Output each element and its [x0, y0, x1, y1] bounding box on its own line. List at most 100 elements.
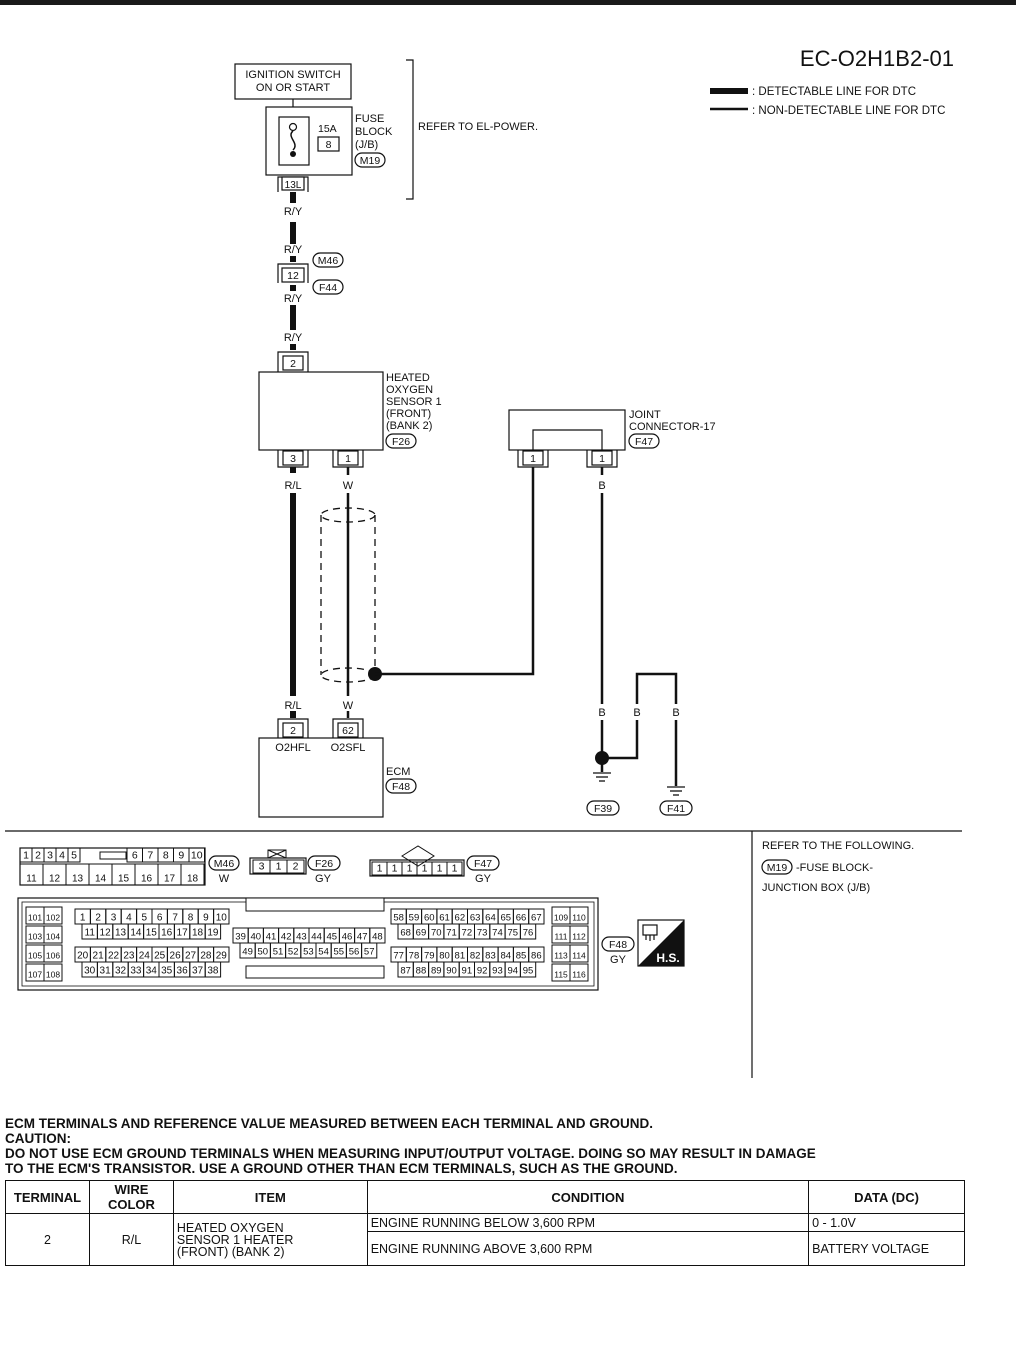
pin-label: 31	[100, 966, 112, 977]
fuse-holder	[278, 116, 310, 166]
sensor-pin-heater: 3	[290, 453, 296, 465]
pin-label: 1	[452, 863, 458, 875]
pin-label: 1	[80, 913, 86, 924]
wire-ry-label-4: R/Y	[284, 332, 303, 344]
pin-label: 109	[554, 913, 568, 923]
pin-label: 27	[185, 951, 197, 962]
pin-label: 42	[281, 932, 292, 943]
inline-connector-male: M46	[318, 255, 339, 267]
ecm-label: ECM	[386, 766, 410, 778]
pin-label: 17	[177, 928, 189, 939]
ecm-pin-heater: 2	[290, 725, 296, 737]
inline-connector-pin: 12	[287, 270, 299, 282]
pin-label: 35	[161, 966, 173, 977]
pin-label: 32	[115, 966, 127, 977]
wire-shield-drain	[375, 467, 535, 676]
pin-label: 46	[342, 932, 353, 943]
pin-label: 77	[393, 951, 404, 962]
pin-label: 104	[46, 932, 60, 942]
ground-f39: F39	[594, 803, 612, 815]
pin-label: 5	[142, 913, 148, 924]
pin-label: 68	[400, 928, 411, 939]
legend-detectable-text: : DETECTABLE LINE FOR DTC	[752, 86, 916, 98]
pin-label: 66	[516, 913, 527, 924]
pin-label: 1	[407, 863, 413, 875]
pin-label: 113	[554, 951, 568, 961]
pin-label: 91	[462, 966, 473, 977]
refer-item-2: JUNCTION BOX (J/B)	[762, 882, 870, 894]
pin-label: 19	[207, 928, 219, 939]
pin-label: 23	[123, 951, 135, 962]
pin-label: 85	[516, 951, 527, 962]
ecm-terminals-title: ECM TERMINALS AND REFERENCE VALUE MEASUR…	[5, 1116, 654, 1131]
cell-terminal: 2	[5, 1213, 90, 1266]
joint-pin-right: 1	[599, 453, 605, 465]
pin-label: 55	[334, 947, 345, 958]
pin-label: 84	[500, 951, 511, 962]
pin-label: 71	[446, 928, 457, 939]
pin-label: 4	[126, 913, 132, 924]
pin-cell	[180, 863, 205, 886]
top-border	[0, 0, 1016, 5]
ground-symbol-f39	[593, 772, 611, 782]
fuse-label-2: BLOCK	[355, 126, 393, 138]
pin-cell	[569, 963, 589, 982]
pin-label: 90	[446, 966, 457, 977]
ignition-label-1: IGNITION SWITCH	[245, 69, 340, 81]
pin-cell	[569, 925, 589, 944]
pin-cell	[213, 946, 230, 963]
pin-cell	[528, 908, 545, 925]
pin-cell	[361, 942, 378, 959]
wire-ry-label-2: R/Y	[284, 244, 303, 256]
pin-label: 1	[392, 863, 398, 875]
pin-label: 1	[377, 863, 383, 875]
pin-label: 10	[216, 913, 228, 924]
pin-label: 93	[492, 966, 503, 977]
pin-label: 1	[276, 861, 282, 873]
cell-item: HEATED OXYGEN SENSOR 1 HEATER (FRONT) (B…	[172, 1213, 368, 1266]
refer-bracket	[406, 59, 414, 200]
connector-m46-color: W	[219, 873, 230, 885]
pin-label: 115	[554, 970, 568, 980]
fuse-refer-text: REFER TO EL-POWER.	[418, 121, 538, 133]
connector-f26-color: GY	[315, 873, 332, 885]
pin-cell	[519, 923, 537, 940]
wire-rl-label-2: R/L	[284, 700, 301, 712]
connector-f48-color: GY	[610, 954, 627, 966]
pin-label: 62	[455, 913, 466, 924]
pin-label: 64	[485, 913, 496, 924]
wire-ry-label-3: R/Y	[284, 293, 303, 305]
joint-connector: F47	[635, 436, 653, 448]
fuse-rating: 15A	[318, 123, 337, 135]
legend-detectable-line	[710, 88, 748, 94]
sensor-connector: F26	[392, 436, 410, 448]
pin-label: 86	[531, 951, 542, 962]
pin-label: 28	[200, 951, 212, 962]
pin-label: 81	[455, 951, 466, 962]
pin-label: 106	[46, 951, 60, 961]
pin-label: 108	[46, 970, 60, 980]
pin-label: 10	[191, 850, 203, 862]
pin-label: 59	[409, 913, 420, 924]
refer-connector: M19	[767, 862, 788, 874]
pin-label: 89	[431, 966, 442, 977]
pin-label: 33	[130, 966, 142, 977]
pin-label: 3	[259, 861, 265, 873]
pin-label: 11	[85, 928, 96, 939]
pin-label: 44	[311, 932, 322, 943]
connector-f47-name: F47	[474, 858, 492, 870]
wire-rl-label-1: R/L	[284, 480, 301, 492]
cell-wire-color: R/L	[88, 1213, 174, 1266]
sensor-pin-top: 2	[290, 358, 296, 370]
pin-label: 92	[477, 966, 488, 977]
pin-label: 37	[192, 966, 204, 977]
pin-label: 75	[507, 928, 518, 939]
header-data: DATA (DC)	[808, 1180, 965, 1214]
pin-label: 58	[393, 913, 404, 924]
pin-label: 34	[146, 966, 158, 977]
cell-item-line-2: SENSOR 1 HEATER	[176, 1232, 294, 1247]
pin-label: 15	[146, 928, 158, 939]
connector-m46-name: M46	[214, 858, 235, 870]
pin-label: 101	[28, 913, 42, 923]
